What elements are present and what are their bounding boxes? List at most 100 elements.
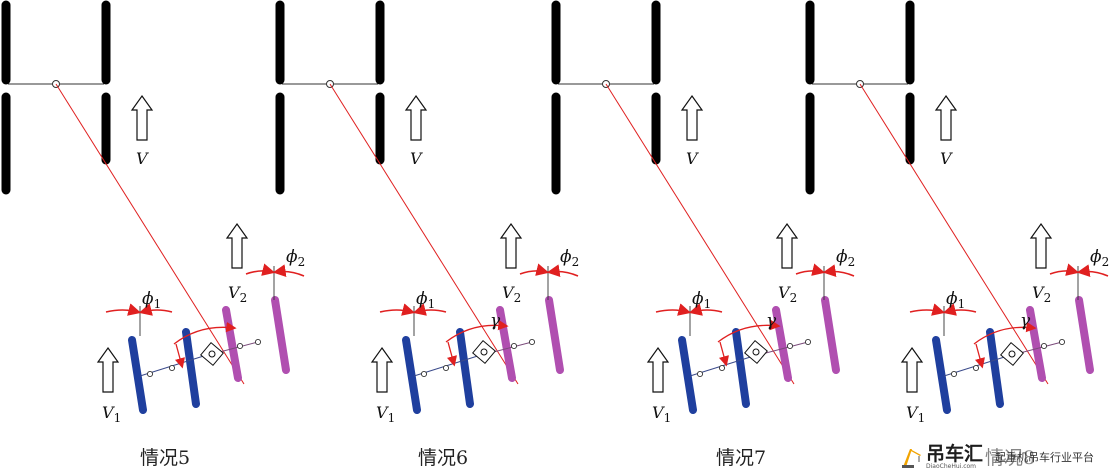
phi2-arc-right [1076, 264, 1109, 277]
rear-wheel-blue-1 [932, 336, 951, 414]
joint-pivot [254, 338, 262, 346]
v1-label: V1 [102, 403, 121, 425]
rear-wheel-blue-2 [182, 328, 200, 408]
joint-pivot [718, 364, 726, 372]
phi2-arc-right [546, 264, 579, 277]
rear-wheel-blue-1 [678, 336, 697, 414]
gamma-arc [445, 319, 509, 343]
joint-pivot [786, 342, 794, 350]
phi2-arc-right [272, 264, 305, 277]
phi1-arc-right [412, 303, 447, 316]
phi2-arc-right [822, 264, 855, 277]
rear-velocity-arrow-2 [775, 222, 799, 269]
phi1-arc-left [379, 303, 416, 316]
joint-pivot [168, 364, 176, 372]
rear-wheel-purple-1 [496, 306, 516, 382]
phi1-arc-left [105, 303, 142, 316]
phi2-label: ϕ2 [1090, 247, 1109, 269]
front-velocity-arrow [130, 94, 154, 141]
joint-pivot [804, 338, 812, 346]
tie-rod-purple [1015, 341, 1063, 355]
rear-wheel-blue-1 [402, 336, 421, 414]
joint-pivot [696, 370, 704, 378]
watermark: 吊车汇 DiaoCheHui.com 起重机吊车行业平台 [900, 443, 1094, 471]
phi2-label: ϕ2 [286, 247, 305, 269]
phi1-label: ϕ1 [416, 289, 435, 311]
phi1-arc-right [688, 303, 723, 316]
rear-wheel-blue-2 [986, 328, 1004, 408]
v2-label: V2 [778, 283, 797, 305]
phi1-arc-right [942, 303, 977, 316]
front-velocity-label: V [940, 149, 953, 168]
caption-case-8: 情况8 [985, 447, 1036, 469]
small-angle-arrow [446, 341, 457, 367]
front-velocity-label: V [410, 149, 423, 168]
rear-velocity-arrow-1 [900, 346, 924, 393]
crane-logo-icon [902, 449, 921, 468]
gamma-arc [973, 321, 1037, 345]
rear-wheel-blue-2 [732, 328, 750, 408]
v2-label: V2 [1032, 283, 1051, 305]
gamma-arc [173, 321, 237, 345]
gamma-arc [717, 319, 781, 343]
rear-velocity-arrow-2 [225, 222, 249, 269]
phi1-label: ϕ1 [946, 289, 965, 311]
rear-wheel-purple-1 [222, 306, 242, 382]
rear-wheel-blue-2 [456, 328, 474, 408]
rear-velocity-arrow-1 [96, 346, 120, 393]
rear-velocity-arrow-2 [499, 222, 523, 269]
guide-line [859, 83, 1049, 385]
phi2-label: ϕ2 [560, 247, 579, 269]
center-pivot-hole [752, 348, 760, 356]
guide-line [605, 83, 795, 385]
rear-wheel-purple-1 [772, 306, 792, 382]
guide-line [329, 83, 519, 385]
rear-wheel-blue-1 [128, 336, 147, 414]
phi1-arc-left [655, 303, 692, 316]
front-velocity-arrow [934, 94, 958, 141]
center-pivot-hole [208, 350, 216, 358]
front-velocity-arrow [404, 94, 428, 141]
tie-rod-purple [761, 341, 809, 355]
rear-wheel-purple-2 [821, 296, 840, 374]
joint-pivot [1040, 342, 1048, 350]
rear-velocity-arrow-1 [370, 346, 394, 393]
rear-velocity-arrow-1 [646, 346, 670, 393]
center-pivot-hole [480, 348, 488, 356]
v2-label: V2 [502, 283, 521, 305]
phi1-label: ϕ1 [142, 289, 161, 311]
joint-pivot [1058, 338, 1066, 346]
v1-label: V1 [906, 403, 925, 425]
rear-wheel-purple-2 [545, 296, 564, 374]
phi2-label: ϕ2 [836, 247, 855, 269]
v1-label: V1 [376, 403, 395, 425]
joint-pivot [146, 370, 154, 378]
caption-case-6: 情况6 [418, 447, 469, 469]
rear-wheel-purple-1 [1026, 306, 1046, 382]
small-angle-arrow [174, 343, 185, 369]
phi1-label: ϕ1 [692, 289, 711, 311]
phi1-arc-right [138, 303, 173, 316]
front-velocity-arrow [680, 94, 704, 141]
joint-pivot [510, 342, 518, 350]
front-velocity-label: V [686, 149, 699, 168]
phi2-arc-left [795, 263, 826, 276]
joint-pivot [420, 370, 428, 378]
phi1-arc-left [909, 303, 946, 316]
caption-case-7: 情况7 [716, 447, 767, 469]
joint-pivot [972, 364, 980, 372]
watermark-tagline: 起重机吊车行业平台 [995, 451, 1095, 464]
phi2-arc-left [245, 263, 276, 276]
front-velocity-label: V [136, 149, 149, 168]
joint-pivot [236, 342, 244, 350]
phi2-arc-left [519, 263, 550, 276]
small-angle-arrow [974, 343, 985, 369]
v2-label: V2 [228, 283, 247, 305]
watermark-site: DiaoCheHui.com [926, 462, 977, 470]
small-angle-arrow [718, 341, 729, 367]
gamma-label: γ [1020, 311, 1031, 331]
